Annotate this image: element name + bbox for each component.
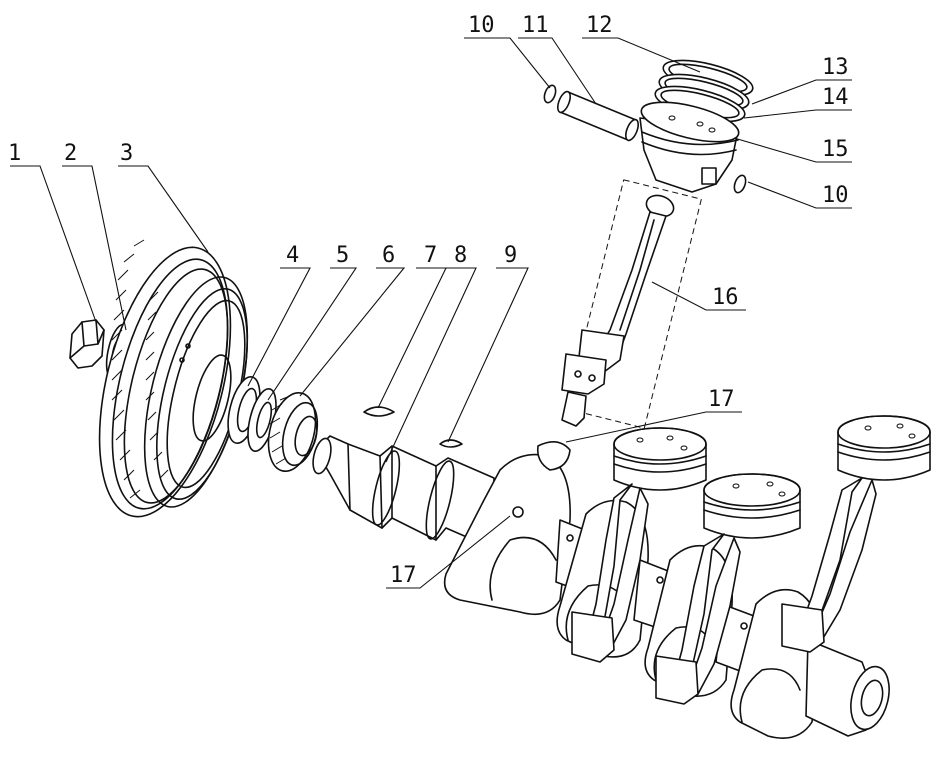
part-crankshaft-snout [312, 435, 495, 549]
part-piston [639, 101, 740, 193]
assembled-piston-1 [571, 427, 707, 663]
part-piston-rings [654, 59, 754, 123]
callout-12: 12 [586, 13, 613, 38]
part-key-7 [363, 406, 395, 417]
part-flywheel [98, 239, 249, 518]
callout-8: 8 [454, 243, 467, 268]
callout-14: 14 [822, 85, 849, 110]
callout-13: 13 [822, 55, 849, 80]
callout-3: 3 [120, 141, 133, 166]
callout-4: 4 [286, 243, 299, 268]
part-key-9 [439, 439, 463, 448]
part-connecting-rod [561, 179, 702, 429]
callout-9: 9 [504, 243, 517, 268]
callout-7: 7 [424, 243, 437, 268]
callout-16: 16 [712, 285, 739, 310]
callout-15: 15 [822, 137, 849, 162]
callout-labels: 1 2 3 4 5 6 7 8 9 10 11 12 13 14 15 10 1… [8, 13, 849, 588]
callout-5: 5 [336, 243, 349, 268]
callout-17-top: 17 [708, 387, 735, 412]
part-circlip-left [543, 84, 557, 104]
callout-10-right: 10 [822, 183, 849, 208]
leader-lines [10, 37, 852, 589]
callout-2: 2 [64, 141, 77, 166]
assembled-piston-2 [655, 473, 801, 705]
callout-6: 6 [382, 243, 395, 268]
part-nut [69, 319, 105, 369]
part-piston-pin [556, 90, 640, 142]
part-circlip-right [733, 174, 747, 194]
callout-10-top: 10 [468, 13, 495, 38]
callout-17-bottom: 17 [390, 563, 417, 588]
assembled-piston-3 [781, 415, 931, 653]
callout-1: 1 [8, 141, 21, 166]
callout-11: 11 [522, 13, 549, 38]
